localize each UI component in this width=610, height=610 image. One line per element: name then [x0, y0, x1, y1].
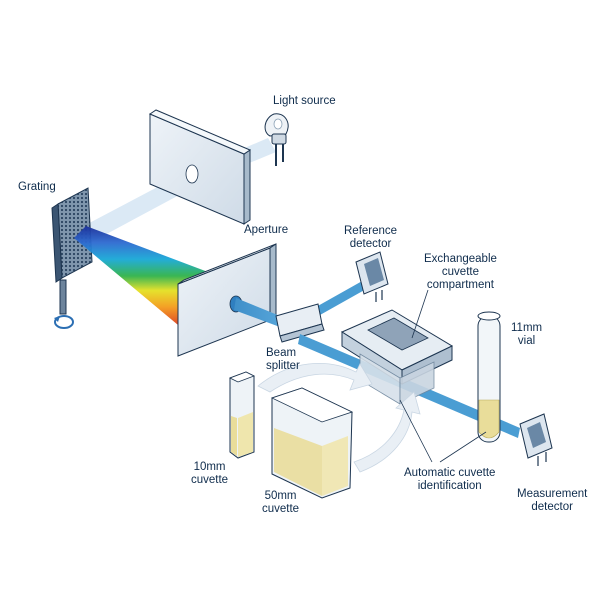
exchangeable-compartment-label: Exchangeable cuvette compartment: [424, 253, 497, 291]
reference-detector-label: Reference detector: [344, 225, 398, 250]
cuvette-10mm: [229, 371, 255, 459]
measurement-detector-label: Measurement detector: [517, 488, 588, 513]
measurement-detector: [519, 413, 553, 466]
insert-arrow-upper-icon: [257, 363, 373, 393]
light-source-lamp: [264, 113, 289, 166]
rotation-arrow-icon: [54, 315, 74, 329]
light-source-label: Light source: [273, 95, 336, 107]
entrance-slit-plate: [148, 109, 252, 225]
leader-compartment: [411, 289, 429, 339]
cuvette-50mm-label: 50mm cuvette: [262, 490, 300, 515]
cuvette-50mm: [270, 387, 354, 499]
leader-identification-a: [399, 399, 433, 463]
beam-splitter: [275, 303, 325, 343]
dispersed-spectrum: [74, 226, 208, 330]
insert-arrow-lower-icon: [353, 391, 421, 473]
grating: [51, 187, 93, 315]
vial-11mm-label: 11mm vial: [511, 322, 543, 347]
monochromatic-beam: [234, 298, 290, 330]
vial-11mm: [477, 311, 501, 443]
leader-identification-b: [439, 431, 487, 463]
reference-detector: [355, 251, 389, 302]
automatic-identification-label: Automatic cuvette identification: [404, 467, 496, 492]
aperture-plate: [177, 243, 277, 357]
beam-splitter-label: Beam splitter: [266, 347, 300, 372]
aperture-label: Aperture: [244, 224, 289, 236]
grating-label: Grating: [18, 181, 56, 193]
cuvette-compartment: [340, 309, 454, 405]
cuvette-10mm-label: 10mm cuvette: [191, 461, 229, 486]
